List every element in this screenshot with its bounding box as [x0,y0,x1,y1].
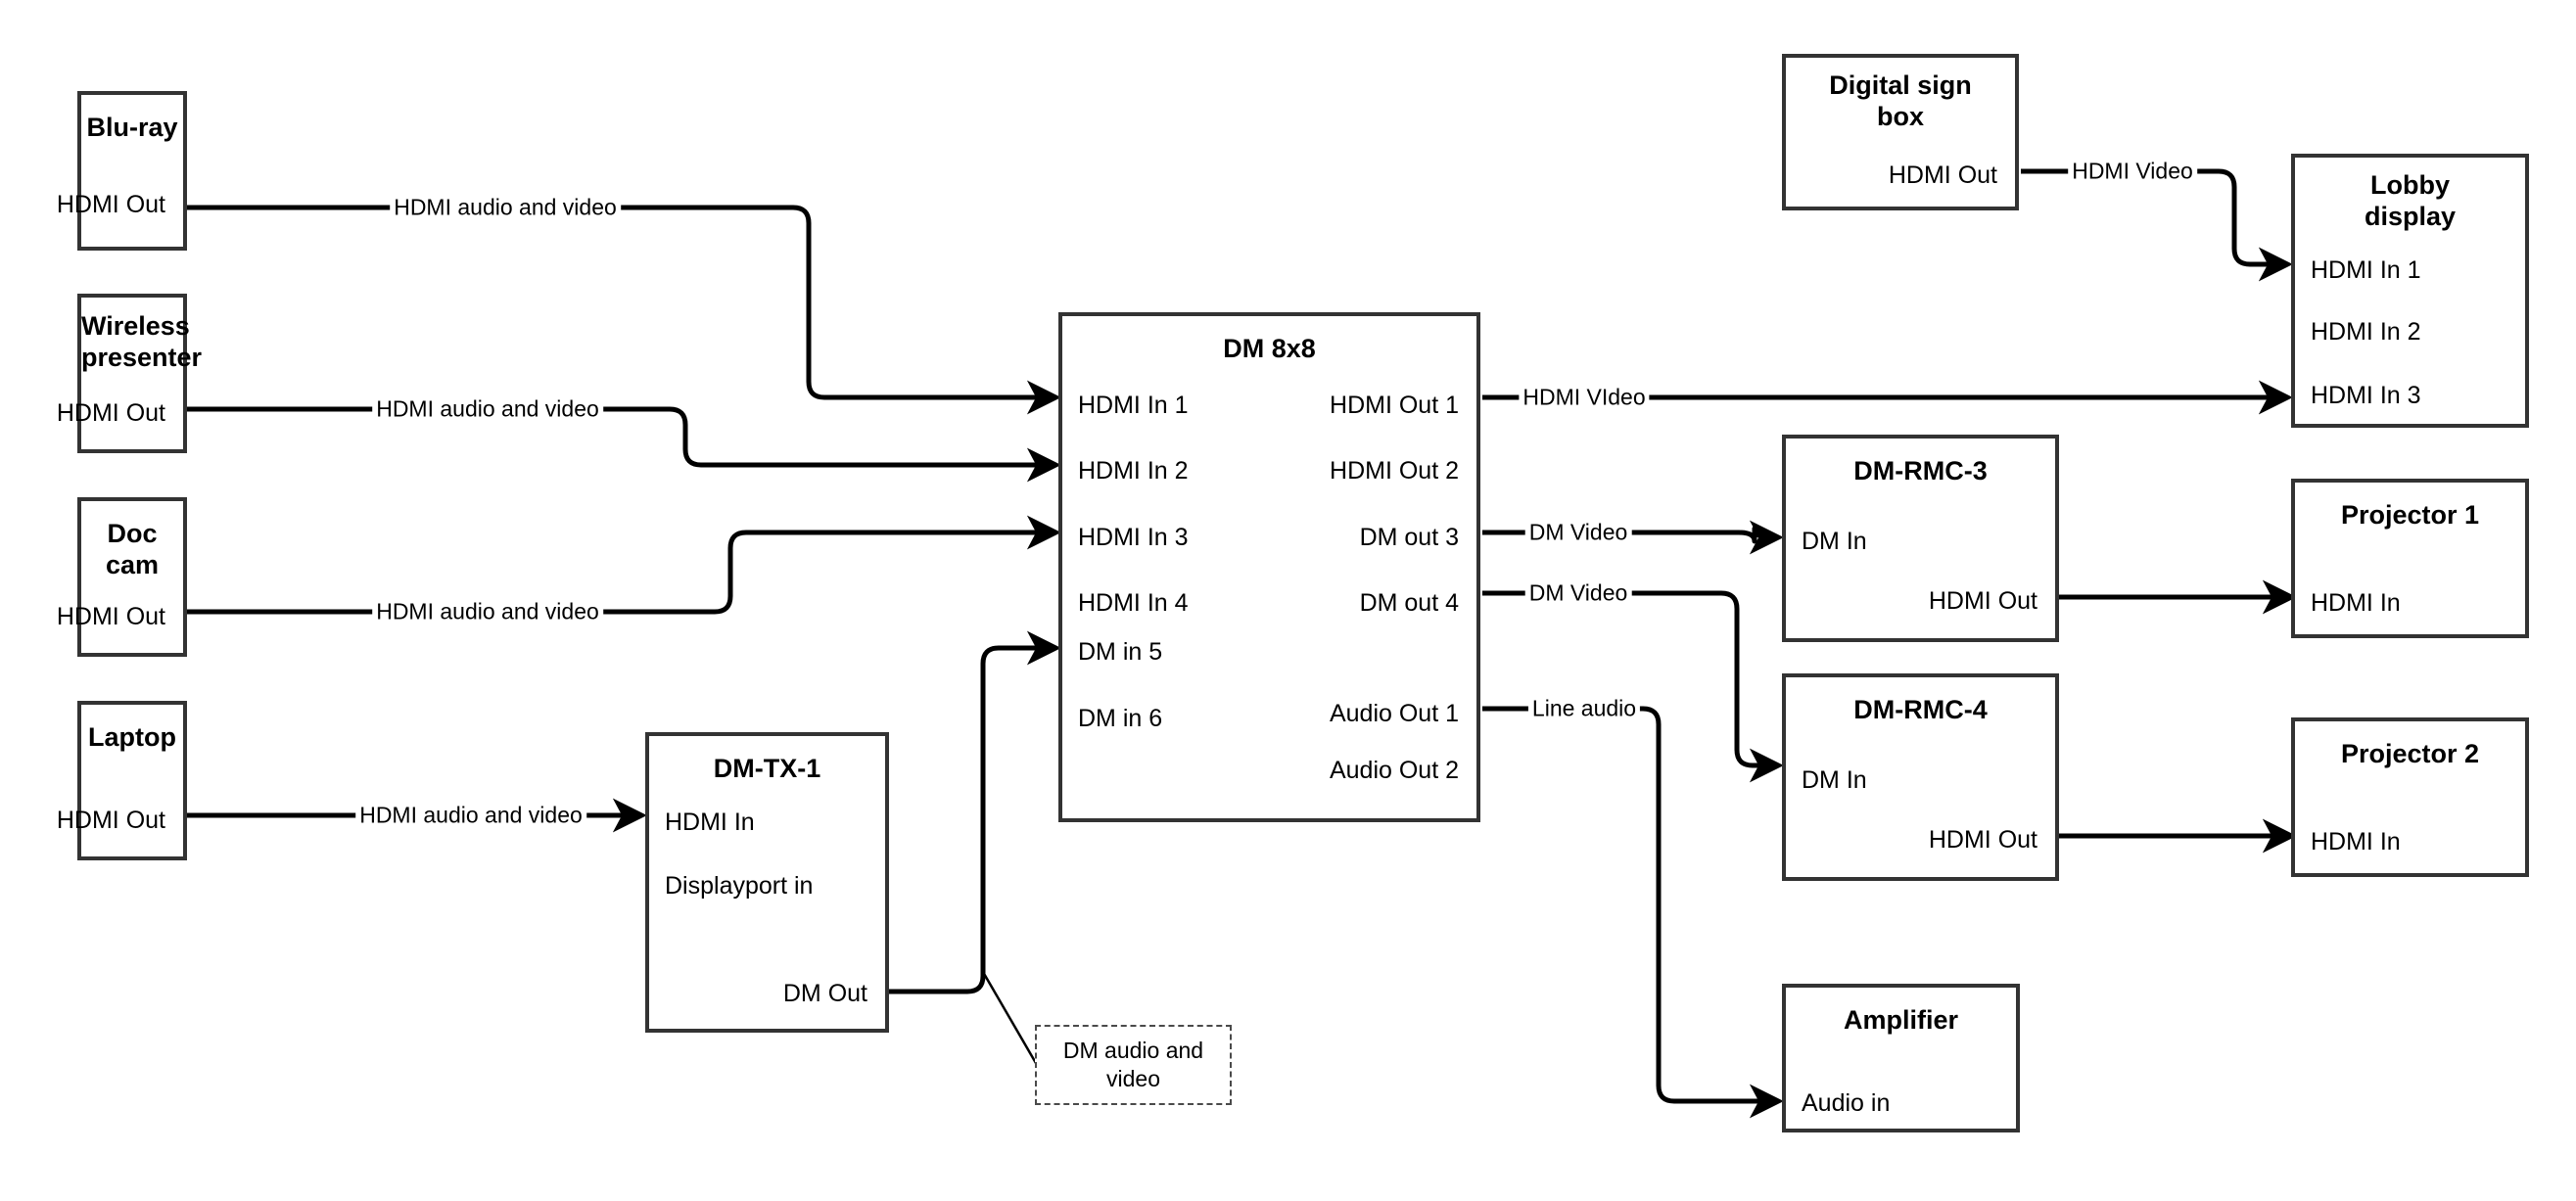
port-dm-8x8-dm-out-4: DM out 4 [1359,589,1459,617]
node-wireless-presenter[interactable]: Wireless presenter HDMI Out [57,294,203,453]
node-bluray-title: Blu-ray [86,113,178,142]
node-digital-sign-box-title-line2: box [1876,102,1924,131]
wire-label-dm-out4: DM Video [1524,581,1632,605]
node-digital-sign-box-title-line1: Digital sign [1829,70,1972,100]
callout-dm-audio-and-video: DM audio and video [1035,1025,1232,1105]
wire-dmtx1-to-dm-in5 [889,630,1061,994]
node-projector-2-title: Projector 2 [2340,739,2480,768]
node-dm-8x8-title: DM 8x8 [1223,334,1316,363]
wire-wireless-to-hdmi-in2 [186,406,1061,483]
port-digital-sign-box-hdmi-out: HDMI Out [1888,162,1997,189]
wire-label-bluray: HDMI audio and video [390,196,621,219]
node-dm-rmc-4[interactable]: DM-RMC-4 DM In HDMI Out [1782,673,2059,881]
port-wireless-presenter-hdmi-out: HDMI Out [56,399,165,427]
port-dm-8x8-dm-out-3: DM out 3 [1359,524,1459,551]
node-projector-1-title: Projector 1 [2340,500,2480,530]
wire-digitalsign-to-lobby-in1 [2021,168,2293,282]
port-dm-8x8-hdmi-out-2: HDMI Out 2 [1330,457,1459,485]
wire-label-dm-out3: DM Video [1524,521,1632,544]
port-doc-cam-hdmi-out: HDMI Out [56,603,165,630]
port-dm-rmc-4-dm-in: DM In [1802,766,1867,794]
node-dm-rmc-4-title: DM-RMC-4 [1853,695,1988,724]
port-dm-8x8-hdmi-in-3: HDMI In 3 [1078,524,1189,551]
node-dm-rmc-3-title: DM-RMC-3 [1853,456,1988,485]
port-projector-1-hdmi-in: HDMI In [2311,589,2401,617]
port-dm-tx-1-hdmi-in: HDMI In [665,808,755,836]
node-projector-1[interactable]: Projector 1 HDMI In [2291,479,2529,638]
node-projector-2[interactable]: Projector 2 HDMI In [2291,717,2529,877]
node-bluray[interactable]: Blu-ray HDMI Out [57,91,187,251]
wire-label-audio-out1: Line audio [1527,697,1641,720]
node-doc-cam-title: Doc cam [105,519,160,579]
node-doc-cam[interactable]: Doc cam HDMI Out [57,497,187,657]
wire-dmout4-to-dmrmc4 [1482,590,1784,783]
port-dm-rmc-3-dm-in: DM In [1802,528,1867,555]
node-lobby-display-title-line1: Lobby [2370,170,2450,200]
port-dm-8x8-hdmi-in-4: HDMI In 4 [1078,589,1189,617]
port-dm-8x8-hdmi-in-2: HDMI In 2 [1078,457,1189,485]
node-dm-tx-1-title: DM-TX-1 [713,754,821,783]
port-bluray-hdmi-out: HDMI Out [56,191,165,218]
node-dm-rmc-3[interactable]: DM-RMC-3 DM In HDMI Out [1782,435,2059,642]
wire-label-laptop: HDMI audio and video [355,804,586,827]
port-dm-8x8-dm-in-5: DM in 5 [1078,638,1163,666]
port-dm-tx-1-dm-out: DM Out [782,980,867,1007]
leader-line-dm-av-callout [981,971,1042,1071]
node-dm-8x8[interactable]: DM 8x8 HDMI In 1 HDMI In 2 HDMI In 3 HDM… [1058,312,1480,822]
port-dm-8x8-dm-in-6: DM in 6 [1078,705,1163,732]
port-projector-2-hdmi-in: HDMI In [2311,828,2401,855]
node-wireless-presenter-title-line2: presenter [81,343,203,372]
wire-label-wireless: HDMI audio and video [372,397,603,421]
port-dm-rmc-3-hdmi-out: HDMI Out [1928,587,2037,615]
port-amplifier-audio-in: Audio in [1802,1089,1891,1117]
port-lobby-display-hdmi-in-1: HDMI In 1 [2311,256,2421,284]
port-dm-8x8-audio-out-1: Audio Out 1 [1329,700,1459,727]
wire-bluray-to-hdmi-in1 [186,205,1061,415]
port-dm-8x8-hdmi-out-1: HDMI Out 1 [1330,392,1459,419]
port-laptop-hdmi-out: HDMI Out [56,807,165,834]
node-amplifier-title: Amplifier [1843,1005,1959,1035]
node-digital-sign-box[interactable]: Digital sign box HDMI Out [1782,54,2019,210]
node-lobby-display-title-line2: display [2364,202,2457,231]
wire-doccam-to-hdmi-in3 [186,515,1061,615]
port-dm-tx-1-displayport-in: Displayport in [665,872,814,900]
port-dm-8x8-hdmi-in-1: HDMI In 1 [1078,392,1189,419]
port-dm-8x8-audio-out-2: Audio Out 2 [1329,757,1459,784]
port-lobby-display-hdmi-in-3: HDMI In 3 [2311,382,2421,409]
node-dm-tx-1[interactable]: DM-TX-1 HDMI In Displayport in DM Out [645,732,889,1033]
wire-label-doccam: HDMI audio and video [372,600,603,624]
port-lobby-display-hdmi-in-2: HDMI In 2 [2311,318,2421,346]
node-wireless-presenter-title-line1: Wireless [81,311,190,341]
node-laptop[interactable]: Laptop HDMI Out [57,701,187,860]
node-amplifier[interactable]: Amplifier Audio in [1782,984,2020,1132]
port-dm-rmc-4-hdmi-out: HDMI Out [1928,826,2037,854]
wire-audioout1-to-amplifier [1482,706,1784,1119]
wire-label-hdmi-out1: HDMI VIdeo [1519,386,1650,409]
node-lobby-display[interactable]: Lobby display HDMI In 1 HDMI In 2 HDMI I… [2291,154,2529,428]
node-laptop-title: Laptop [88,722,176,752]
wire-label-digital-sign: HDMI Video [2068,160,2197,183]
